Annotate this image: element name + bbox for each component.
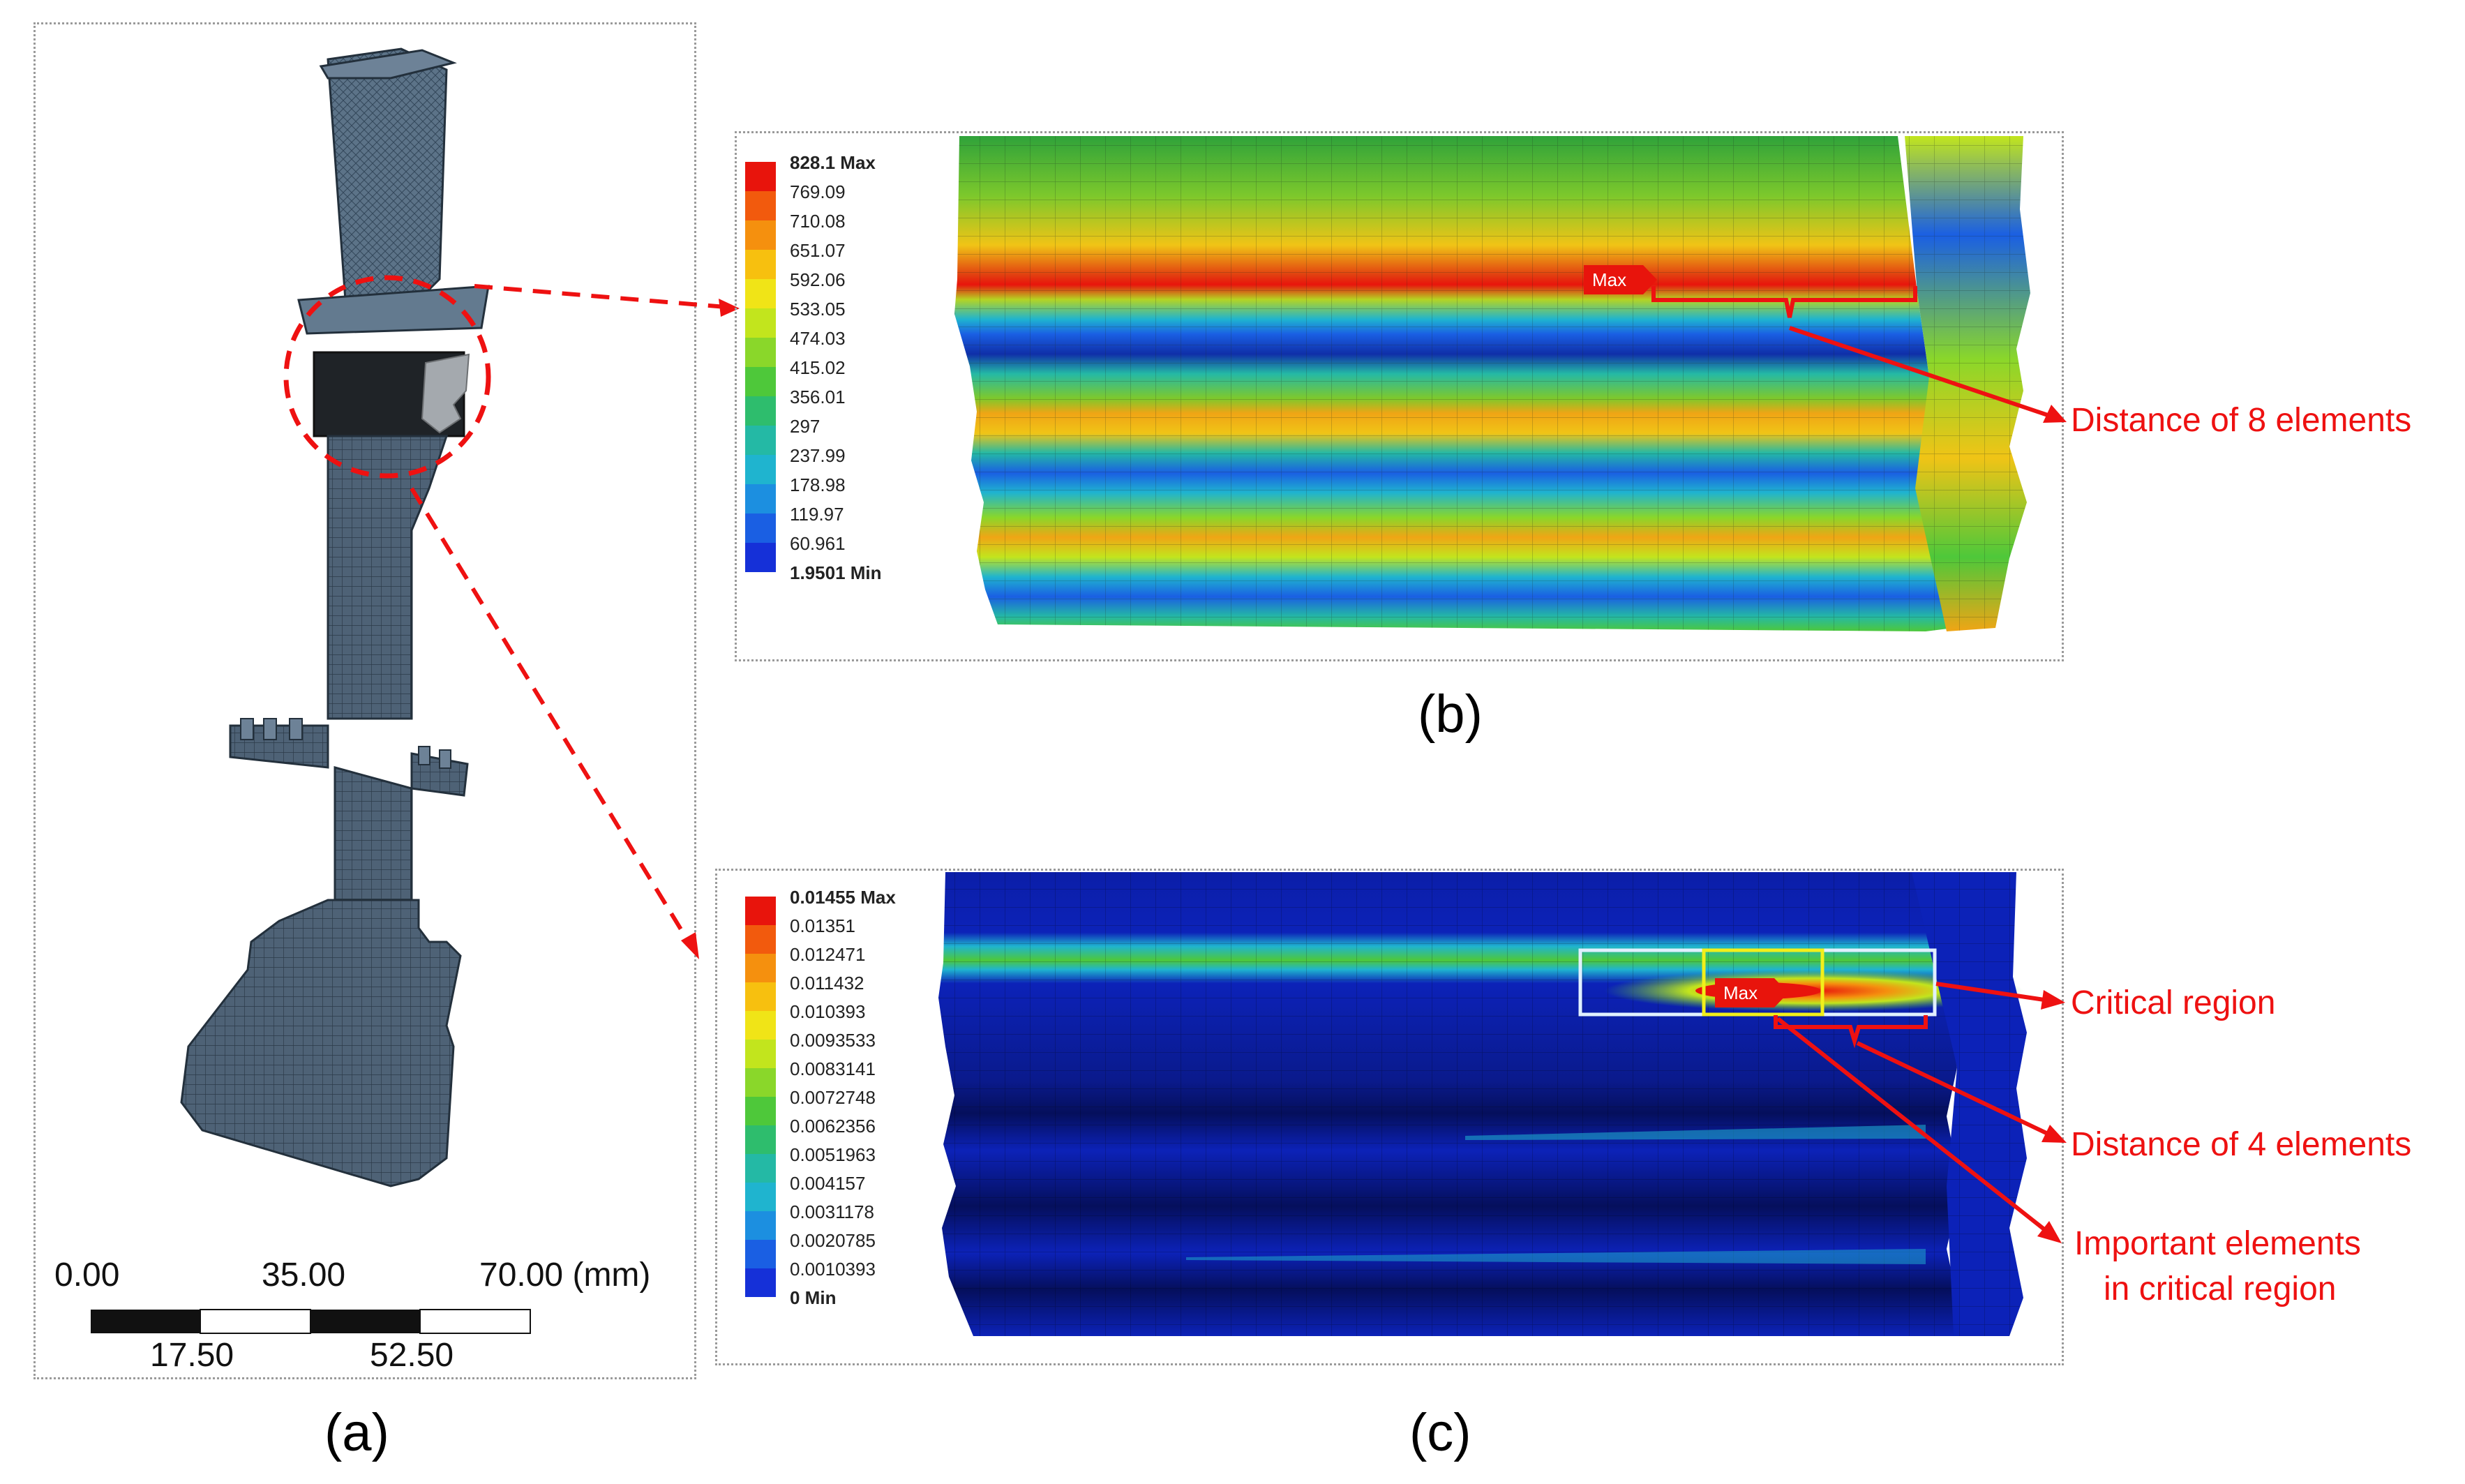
max-tag-c-box xyxy=(1715,978,1774,1007)
legend-c-label-11: 0.0031178 xyxy=(790,1201,874,1222)
panel-b-frame xyxy=(735,131,2064,661)
annotation-distance-8: Distance of 8 elements xyxy=(2071,402,2412,439)
legend-b-label-9: 297 xyxy=(790,416,821,437)
legend-c-swatch-0 xyxy=(745,897,776,925)
panel-a-frame xyxy=(33,22,696,1379)
arrow-b-distance xyxy=(1789,326,2048,417)
max-tag-b-box xyxy=(1584,265,1643,294)
legend-b-swatch-5 xyxy=(745,308,776,338)
legend-c-swatch-4 xyxy=(745,1011,776,1040)
legend-c-swatch-7 xyxy=(745,1097,776,1125)
legend-c-swatch-10 xyxy=(745,1183,776,1211)
legend-c-label-4: 0.010393 xyxy=(790,1001,866,1022)
base-dovetail xyxy=(180,899,462,1187)
annotation-distance-4: Distance of 4 elements xyxy=(2071,1126,2412,1163)
scale-bar xyxy=(91,1309,531,1334)
platform xyxy=(297,285,490,335)
legend-c-swatch-5 xyxy=(745,1040,776,1068)
legend-c-swatch-11 xyxy=(745,1211,776,1240)
scale-bottom-label-1: 52.50 xyxy=(370,1337,454,1374)
annotation-important-line-2: in critical region xyxy=(2104,1271,2337,1307)
legend-c-label-6: 0.0083141 xyxy=(790,1058,876,1079)
legend-c: 0.01455 Max 0.01351 0.012471 0.011432 0.… xyxy=(745,887,968,1322)
scale-top-label-2: 70.00 (mm) xyxy=(479,1257,651,1294)
shroud-tip xyxy=(319,49,457,80)
legend-c-swatch-13 xyxy=(745,1268,776,1297)
panel-c-frame xyxy=(715,869,2064,1365)
legend-c-swatch-1 xyxy=(745,925,776,954)
bracket-b xyxy=(1651,286,1917,318)
scale-top-label-1: 35.00 xyxy=(262,1257,346,1294)
legend-b: 828.1 Max 769.09 710.08 651.07 592.06 53… xyxy=(745,152,954,587)
legend-b-label-12: 119.97 xyxy=(790,504,844,525)
scale-top-label-0: 0.00 xyxy=(54,1257,120,1294)
legend-b-label-3: 651.07 xyxy=(790,240,846,261)
annotation-important-line-1: Important elements xyxy=(2074,1225,2361,1262)
legend-c-label-1: 0.01351 xyxy=(790,915,855,936)
legend-b-swatch-7 xyxy=(745,367,776,396)
legend-c-label-8: 0.0062356 xyxy=(790,1116,876,1137)
shank xyxy=(327,435,449,720)
legend-b-label-2: 710.08 xyxy=(790,211,846,232)
arrow-important-elements xyxy=(1776,1017,2046,1231)
zoom-arrow-b xyxy=(474,284,726,309)
legend-c-swatch-9 xyxy=(745,1154,776,1183)
legend-c-swatch-8 xyxy=(745,1125,776,1154)
scale-bottom-label-0: 17.50 xyxy=(150,1337,234,1374)
legend-c-label-13: 0.0010393 xyxy=(790,1259,876,1280)
annotation-critical-region: Critical region xyxy=(2071,984,2276,1021)
legend-b-label-14: 1.9501 Min xyxy=(790,562,882,583)
legend-c-label-10: 0.004157 xyxy=(790,1173,866,1194)
legend-b-label-6: 474.03 xyxy=(790,328,846,349)
caption-a: (a) xyxy=(324,1403,389,1462)
legend-b-label-7: 415.02 xyxy=(790,357,846,378)
zoom-circle xyxy=(283,275,491,479)
legend-b-label-5: 533.05 xyxy=(790,299,846,320)
legend-c-label-5: 0.0093533 xyxy=(790,1030,876,1051)
arrow-critical-region xyxy=(1935,982,2045,1002)
legend-b-swatch-6 xyxy=(745,338,776,367)
legend-b-swatch-13 xyxy=(745,543,776,572)
legend-b-swatch-0 xyxy=(745,162,776,191)
caption-c: (c) xyxy=(1409,1403,1471,1462)
legend-c-label-7: 0.0072748 xyxy=(790,1087,876,1108)
legend-b-swatch-1 xyxy=(745,191,776,220)
legend-b-swatch-11 xyxy=(745,484,776,514)
legend-c-label-2: 0.012471 xyxy=(790,944,866,965)
legend-b-swatch-10 xyxy=(745,455,776,484)
legend-b-label-0: 828.1 Max xyxy=(790,152,876,173)
zoom-arrow-c xyxy=(410,487,693,947)
fir-tree xyxy=(421,353,470,434)
important-elements-box xyxy=(1702,948,1825,1017)
legend-c-swatch-6 xyxy=(745,1068,776,1097)
legend-c-label-9: 0.0051963 xyxy=(790,1144,876,1165)
legend-b-label-8: 356.01 xyxy=(790,387,846,407)
legend-c-label-12: 0.0020785 xyxy=(790,1230,876,1251)
legend-b-swatch-9 xyxy=(745,426,776,455)
max-tag-c: Max xyxy=(1723,982,1758,1003)
legend-c-swatch-2 xyxy=(745,954,776,982)
legend-c-swatch-3 xyxy=(745,982,776,1011)
legend-b-label-4: 592.06 xyxy=(790,269,846,290)
arrow-distance-4 xyxy=(1856,1041,2049,1136)
legend-b-swatch-3 xyxy=(745,250,776,279)
legend-c-label-3: 0.011432 xyxy=(790,973,864,994)
legend-b-label-1: 769.09 xyxy=(790,181,846,202)
legend-b-label-10: 237.99 xyxy=(790,445,846,466)
legend-b-label-13: 60.961 xyxy=(790,533,846,554)
legend-c-label-0: 0.01455 Max xyxy=(790,887,896,908)
bracket-c xyxy=(1774,1015,1928,1049)
legend-b-swatch-4 xyxy=(745,279,776,308)
legend-b-label-11: 178.98 xyxy=(790,474,846,495)
legend-b-swatch-12 xyxy=(745,514,776,543)
legend-c-swatch-12 xyxy=(745,1240,776,1268)
max-tag-b: Max xyxy=(1592,269,1627,290)
caption-b: (b) xyxy=(1418,684,1483,744)
legend-b-swatch-2 xyxy=(745,220,776,250)
legend-b-swatch-8 xyxy=(745,396,776,426)
legend-c-label-14: 0 Min xyxy=(790,1287,837,1308)
